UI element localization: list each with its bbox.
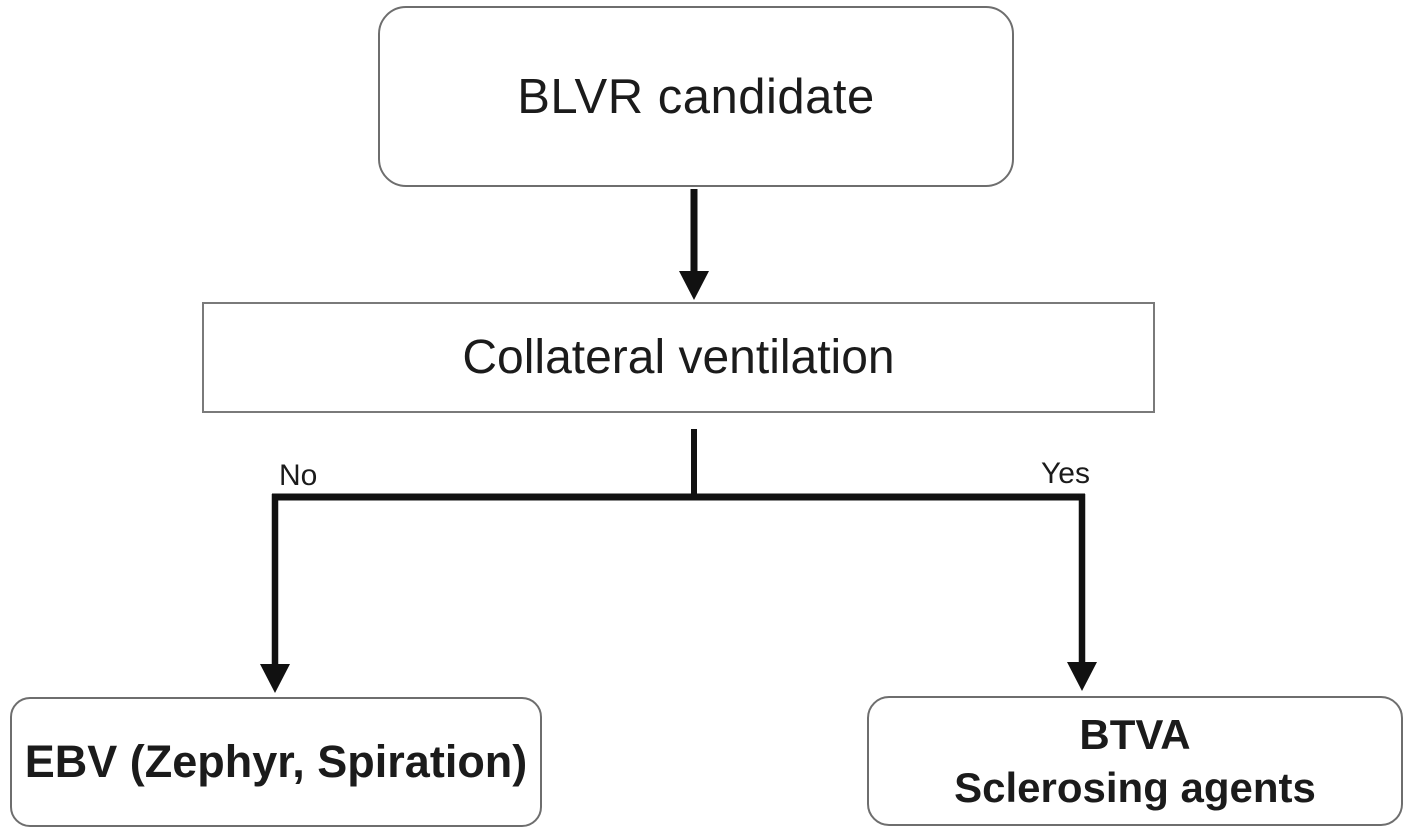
node-btva: BTVA Sclerosing agents: [867, 696, 1403, 826]
node-blvr-candidate-label: BLVR candidate: [517, 69, 875, 124]
node-btva-label-line2: Sclerosing agents: [954, 764, 1316, 811]
node-ebv-label: EBV (Zephyr, Spiration): [24, 736, 528, 787]
node-blvr-candidate: BLVR candidate: [378, 6, 1014, 187]
node-collateral-ventilation-label: Collateral ventilation: [462, 331, 895, 384]
node-collateral-ventilation: Collateral ventilation: [202, 302, 1155, 413]
arrow-down-icon: [679, 271, 709, 300]
edge-no-label: No: [279, 459, 318, 492]
edge-yes-label: Yes: [1041, 457, 1090, 490]
node-btva-label-line1: BTVA: [1079, 710, 1191, 758]
arrow-down-icon: [1067, 662, 1097, 691]
node-ebv: EBV (Zephyr, Spiration): [10, 697, 542, 827]
arrow-down-icon: [260, 664, 290, 693]
